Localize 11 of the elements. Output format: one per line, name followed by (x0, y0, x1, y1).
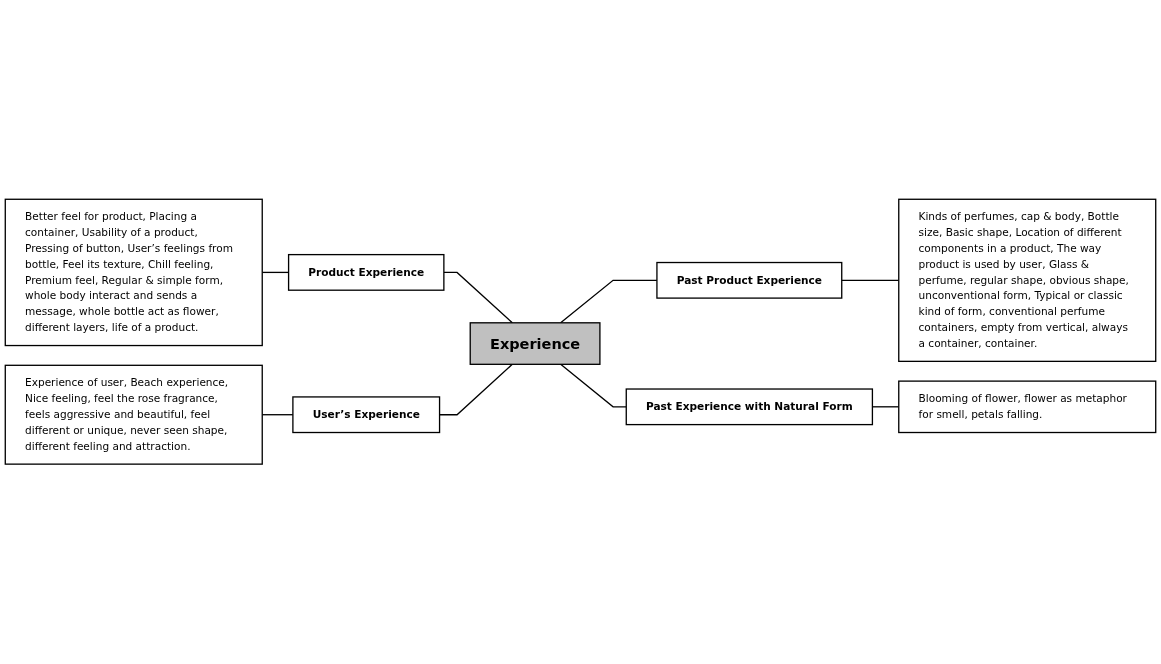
node-box: User’s Experience (292, 396, 441, 434)
connector (560, 363, 627, 408)
node-box: Better feel for product, Placing a container, Usability of a product, Pressing of button, User’s feelings from bottle, Feel its texture, Chill feeling, Premium feel, Regular & simple form, whole body interact and sends a message, whole bottle act as flower, different layers, life of a product. (4, 198, 263, 347)
node-box: Blooming of flower, flower as metaphor for smell, petals falling. (898, 380, 1157, 434)
node-box: Experience (469, 322, 601, 366)
node-box: Past Experience with Natural Form (625, 388, 874, 426)
node-box: Experience of user, Beach experience, Nice feeling, feel the rose fragrance, feels aggressive and beautiful, feel different or unique, never seen shape, different feeling and attraction. (4, 364, 263, 466)
node-box: Past Product Experience (656, 262, 843, 300)
node-box: Kinds of perfumes, cap & body, Bottle size, Basic shape, Location of different components in a product, The way product is used by user, Glass & perfume, regular shape, obvious shape, unconventional form, Typical or classic kind of form, conventional perfume containers, empty from vertical, always a container, container. (898, 198, 1157, 363)
node-box: Product Experience (287, 254, 445, 292)
connector (443, 272, 513, 324)
